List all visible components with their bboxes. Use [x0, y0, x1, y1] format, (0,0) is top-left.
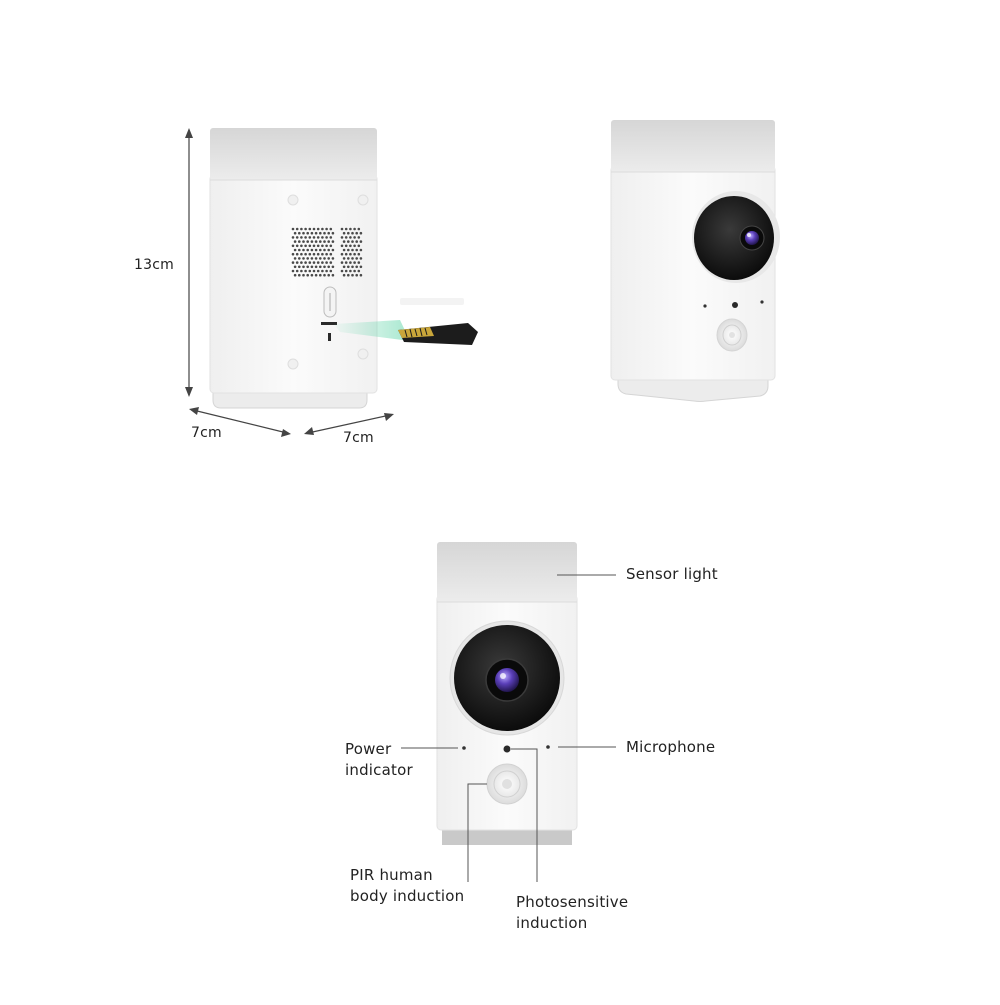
microphone-label: Microphone [626, 738, 716, 756]
speaker-grille-icon [291, 227, 335, 277]
screw-icon [357, 194, 369, 206]
sensor-light-cap [611, 120, 775, 172]
sensor-light-cap [437, 542, 577, 602]
sd-insert-glow [334, 320, 410, 341]
fisheye-lens-icon [449, 620, 565, 736]
power-indicator-dot [703, 304, 707, 308]
sd-slot [321, 322, 337, 325]
pir-sensor-icon [486, 763, 528, 805]
photosensitive-label: Photosensitive induction [516, 893, 629, 932]
camera-angle-view [610, 120, 780, 402]
photosensitive-dot [503, 745, 511, 753]
dimension-lines [185, 128, 394, 437]
speaker-grille-icon [340, 227, 363, 277]
sensor-light-label: Sensor light [626, 565, 718, 583]
power-indicator-dot [462, 746, 466, 750]
microphone-dot [546, 745, 550, 749]
microphone-dot [760, 300, 764, 304]
height-dimension-label: 13cm [134, 257, 174, 273]
screw-icon [357, 348, 369, 360]
power-indicator-label: Power indicator [345, 740, 413, 779]
pir-sensor-icon [716, 318, 748, 352]
callout-lines [401, 574, 616, 882]
micro-sd-card-icon [398, 323, 478, 345]
photosensitive-dot [732, 302, 738, 308]
pir-label: PIR human body induction [350, 866, 465, 905]
usb-port [328, 333, 331, 341]
depth-dimension-label: 7cm [343, 430, 374, 446]
fisheye-lens-icon [692, 191, 780, 283]
width-dimension-label: 7cm [191, 425, 222, 441]
sensor-light-cap [210, 128, 377, 180]
camera-front-view [436, 542, 578, 845]
screw-icon [287, 194, 299, 206]
screw-icon [287, 358, 299, 370]
camera-back-view [209, 128, 478, 409]
